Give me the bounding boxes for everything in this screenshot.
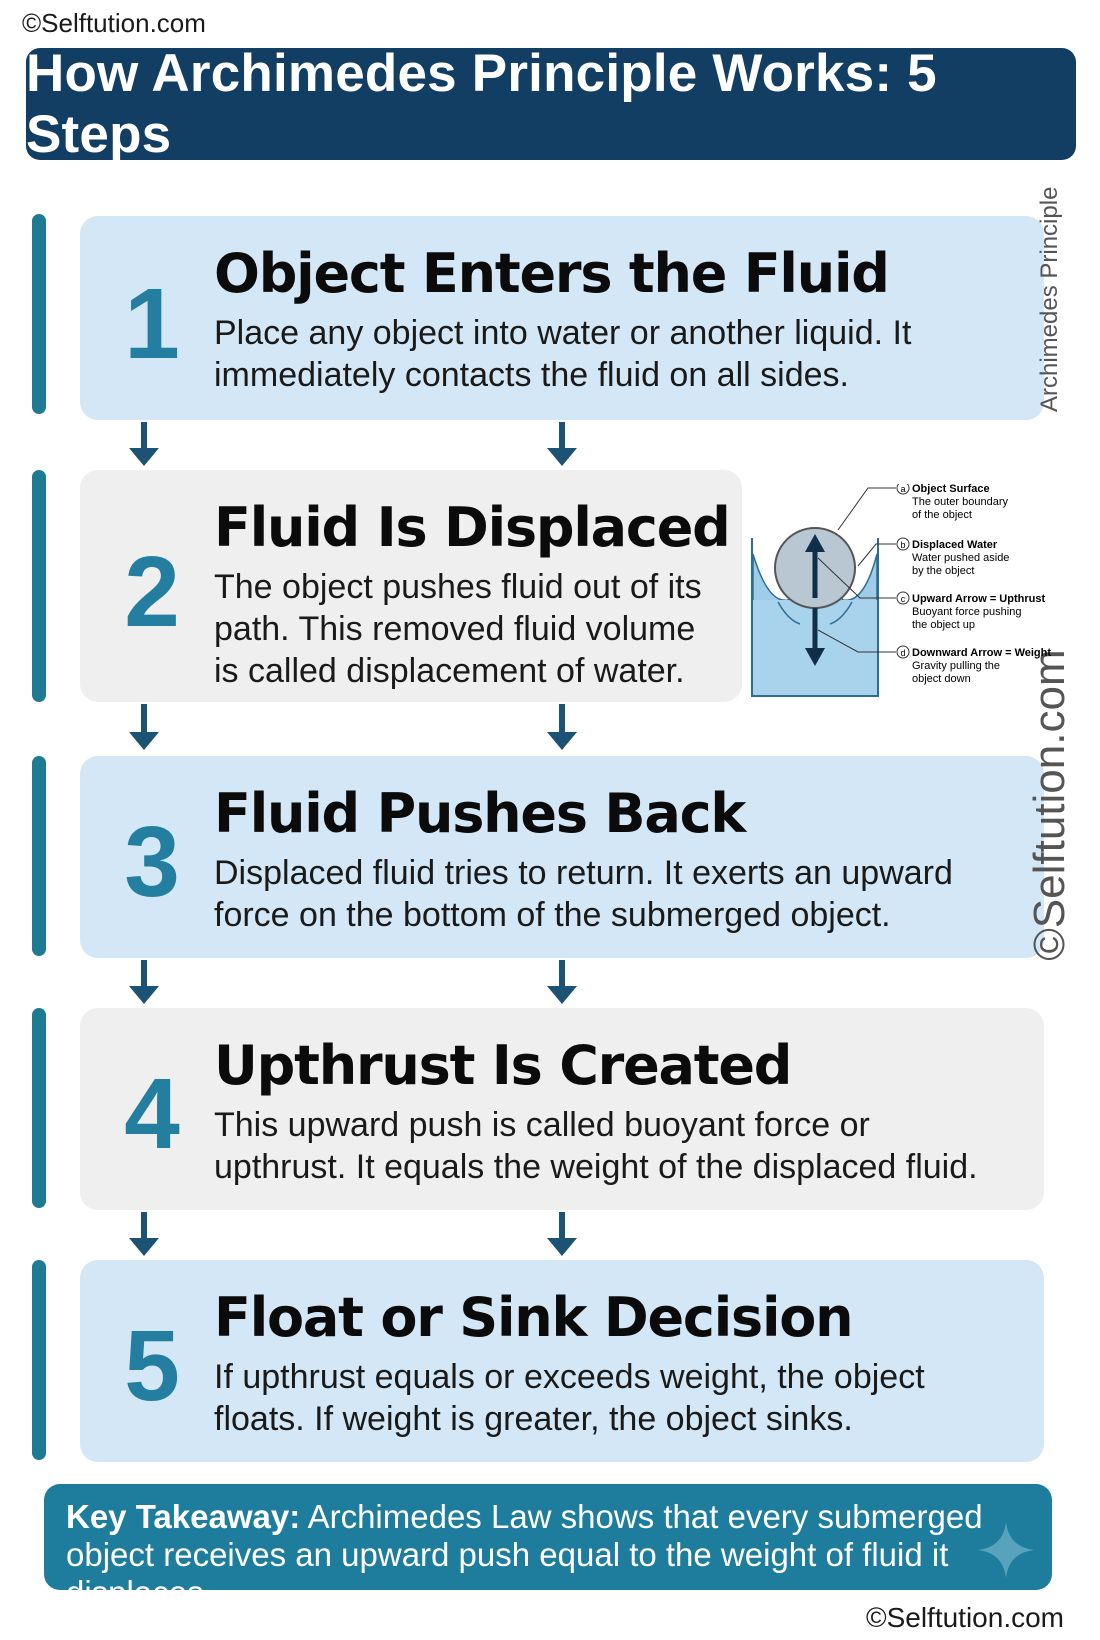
step-2-line: The object pushes fluid out of its	[214, 568, 702, 606]
copyright-bottom: ©Selftution.com	[865, 1602, 1064, 1633]
step-4-card: 4 Upthrust Is Created This upward push i…	[80, 1008, 1044, 1210]
step-5-line: If upthrust equals or exceeds weight, th…	[214, 1358, 925, 1396]
step-4-line: upthrust. It equals the weight of the di…	[214, 1148, 978, 1186]
label-d-line: object down	[912, 673, 971, 685]
side-caption: Archimedes Principle	[1036, 186, 1063, 412]
step-1-title: Object Enters the Fluid	[214, 242, 890, 305]
key-takeaway-text: Key Takeaway: Archimedes Law shows that …	[66, 1498, 1046, 1612]
label-d-line: Gravity pulling the	[912, 660, 1000, 672]
leader-b	[857, 543, 896, 567]
marker-a-text: a	[900, 484, 905, 494]
label-b-line: by the object	[912, 565, 974, 577]
leader-d	[817, 629, 896, 653]
step-1-line: Place any object into water or another l…	[214, 314, 912, 352]
step-5-line: floats. If weight is greater, the object…	[214, 1400, 853, 1438]
buoyancy-diagram: a b c d Object Surface The outer boundar…	[748, 481, 1078, 710]
step-1-line: immediately contacts the fluid on all si…	[214, 356, 849, 394]
marker-d	[896, 645, 910, 659]
step-2-description: The object pushes fluid out of its path.…	[214, 566, 702, 692]
step-3-number: 3	[124, 806, 180, 918]
label-a-line: The outer boundary	[912, 496, 1009, 508]
step-5-card: 5 Float or Sink Decision If upthrust equ…	[80, 1260, 1044, 1462]
step-4-line: This upward push is called buoyant force…	[214, 1106, 870, 1144]
step-3-card: 3 Fluid Pushes Back Displaced fluid trie…	[80, 756, 1044, 958]
label-b-title: Displaced Water	[912, 539, 998, 551]
key-takeaway-body: Archimedes Law shows that every submerge…	[66, 1498, 983, 1611]
upthrust-arrow-head	[805, 534, 825, 552]
page-title: How Archimedes Principle Works: 5 Steps	[26, 44, 937, 164]
flow-arrow-left	[777, 601, 801, 625]
marker-c	[896, 591, 910, 605]
copyright-top: ©Selftution.com	[22, 8, 206, 38]
leader-a	[837, 487, 896, 531]
label-b-line: Water pushed aside	[912, 552, 1009, 564]
step-1-number: 1	[124, 268, 180, 380]
step-4-title: Upthrust Is Created	[214, 1034, 792, 1097]
step-3-description: Displaced fluid tries to return. It exer…	[214, 852, 953, 936]
step-3-accent-bar	[32, 756, 46, 956]
step-1-card: 1 Object Enters the Fluid Place any obje…	[80, 216, 1044, 420]
key-takeaway-label: Key Takeaway:	[66, 1498, 301, 1535]
label-c-line: Buoyant force pushing	[912, 606, 1021, 618]
step-3-line: Displaced fluid tries to return. It exer…	[214, 854, 953, 892]
label-c-line: the object up	[912, 619, 975, 631]
label-a-line: of the object	[912, 509, 972, 521]
sparkle-icon	[978, 1522, 1034, 1578]
weight-arrow-head	[805, 648, 825, 666]
step-5-accent-bar	[32, 1260, 46, 1460]
step-4-accent-bar	[32, 1008, 46, 1208]
header-banner: How Archimedes Principle Works: 5 Steps	[26, 44, 1076, 164]
marker-b	[896, 537, 910, 551]
marker-c-text: c	[901, 594, 906, 604]
step-1-description: Place any object into water or another l…	[214, 312, 911, 396]
step-2-title: Fluid Is Displaced	[214, 496, 731, 559]
step-3-line: force on the bottom of the submerged obj…	[214, 896, 891, 934]
label-c-title: Upward Arrow = Upthrust	[912, 593, 1045, 605]
step-3-title: Fluid Pushes Back	[214, 782, 746, 845]
step-2-accent-bar	[32, 470, 46, 702]
key-takeaway-box: Key Takeaway: Archimedes Law shows that …	[44, 1484, 1052, 1611]
tank-outline	[751, 538, 879, 697]
label-d-title: Downward Arrow = Weight	[912, 647, 1051, 659]
step-2-line: is called displacement of water.	[214, 652, 685, 690]
step-2-card: 2 Fluid Is Displaced The object pushes f…	[80, 470, 742, 702]
step-2-line: path. This removed fluid volume	[214, 610, 696, 648]
marker-b-text: b	[900, 540, 905, 550]
label-a-title: Object Surface	[912, 484, 990, 495]
marker-d-text: d	[900, 648, 905, 658]
step-5-number: 5	[124, 1310, 180, 1422]
step-4-number: 4	[124, 1058, 180, 1170]
step-4-description: This upward push is called buoyant force…	[214, 1104, 978, 1188]
flow-arrow-right	[829, 601, 853, 625]
buoyancy-diagram-svg: a b c d Object Surface The outer boundar…	[751, 481, 1051, 697]
step-5-title: Float or Sink Decision	[214, 1286, 854, 1349]
step-5-description: If upthrust equals or exceeds weight, th…	[214, 1356, 925, 1440]
step-1-accent-bar	[32, 214, 46, 414]
leader-c	[817, 557, 896, 599]
step-2-number: 2	[124, 536, 180, 648]
